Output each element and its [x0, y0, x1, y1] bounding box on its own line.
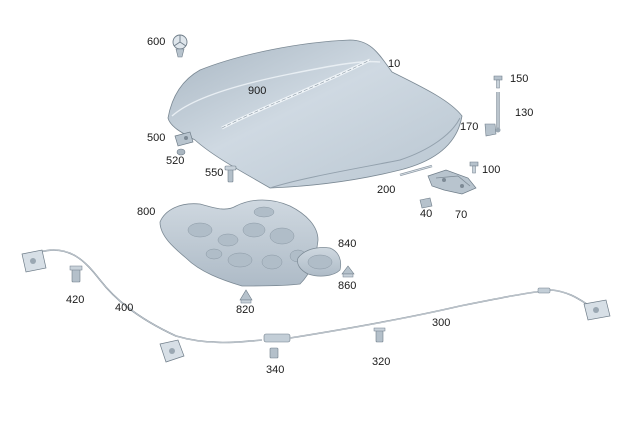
callout-40: 40	[420, 208, 433, 220]
release-cable-rear	[289, 287, 591, 339]
callout-550: 550	[205, 167, 224, 179]
callout-10: 10	[388, 58, 401, 70]
latch-right	[583, 299, 611, 321]
callout-800: 800	[137, 206, 156, 218]
latch-clip	[69, 265, 83, 283]
callout-500: 500	[147, 132, 166, 144]
hood-hinge	[427, 169, 477, 195]
rubber-buffer	[176, 148, 186, 156]
callout-100: 100	[482, 164, 501, 176]
hood-stop	[224, 165, 237, 183]
hood-bracket	[174, 131, 194, 147]
latch-left	[21, 249, 47, 273]
callout-320: 320	[372, 356, 391, 368]
callout-420: 420	[66, 294, 85, 306]
hinge-nut	[419, 197, 433, 209]
callout-520: 520	[166, 155, 185, 167]
pad-clip	[341, 265, 355, 278]
mat-clip	[239, 289, 253, 304]
callout-300: 300	[432, 317, 451, 329]
spring-rod	[399, 164, 433, 177]
star-emblem	[172, 34, 188, 58]
bolt	[493, 75, 503, 89]
callout-860: 860	[338, 280, 357, 292]
callout-150: 150	[510, 73, 529, 85]
callout-900: 900	[248, 85, 267, 97]
strut-clip	[484, 123, 497, 137]
callout-840: 840	[338, 238, 357, 250]
release-cable-front	[39, 249, 263, 344]
callout-340: 340	[266, 364, 285, 376]
callout-130: 130	[515, 107, 534, 119]
callout-170: 170	[460, 121, 479, 133]
release-handle	[159, 339, 185, 363]
cable-connector	[263, 333, 291, 359]
gas-strut	[495, 92, 501, 133]
callout-600: 600	[147, 36, 166, 48]
callout-820: 820	[236, 304, 255, 316]
callout-200: 200	[377, 184, 396, 196]
callout-400: 400	[115, 302, 134, 314]
cable-clip	[373, 327, 386, 343]
insulation-mat	[159, 199, 319, 287]
callout-70: 70	[455, 209, 468, 221]
insulation-pad	[297, 247, 342, 277]
hood-panel	[167, 39, 463, 189]
hinge-bolt	[469, 161, 479, 174]
hood-trim-strip	[221, 58, 371, 130]
